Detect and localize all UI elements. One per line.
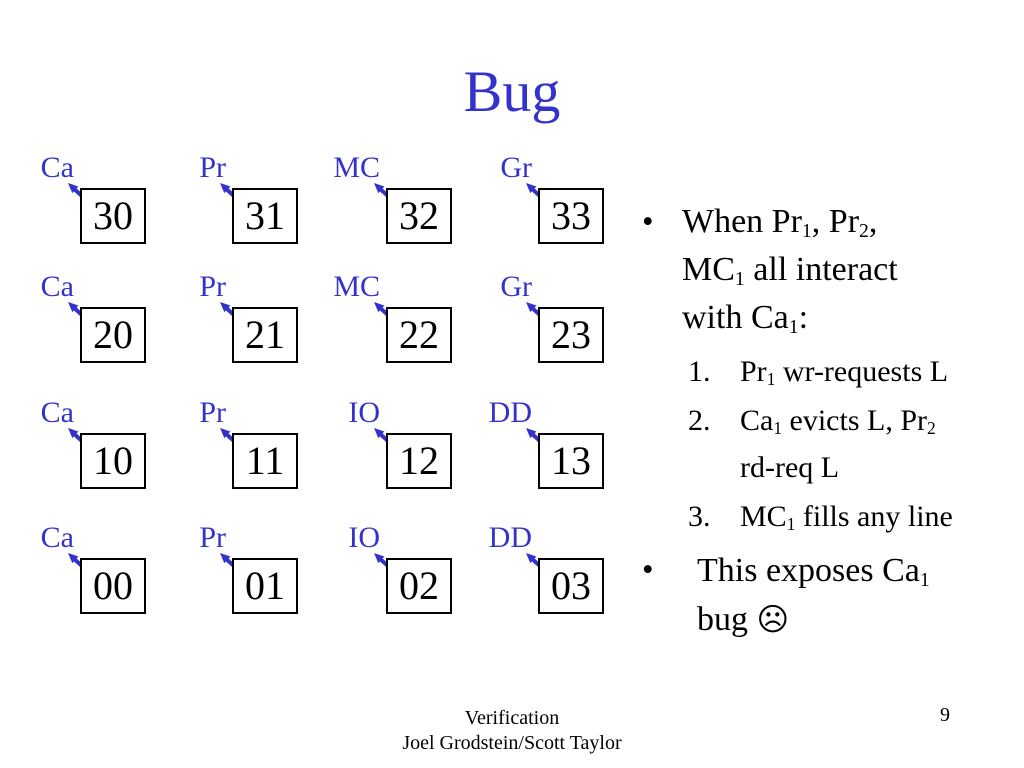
cache-line-value: 01	[245, 563, 285, 608]
agent-label: Pr	[199, 521, 226, 554]
cache-line-box: 22	[386, 307, 452, 363]
diagram-cell: Pr 01	[162, 521, 312, 619]
footer-authors: Joel Grodstein/Scott Taylor	[402, 732, 622, 754]
numbered-item-1-line-1: Pr1 wr-requests L	[740, 355, 949, 390]
page-number: 9	[940, 704, 950, 726]
cache-line-box: 21	[232, 307, 298, 363]
cache-line-box: 31	[232, 188, 298, 244]
bullet-marker: •	[642, 552, 654, 588]
agent-label: Pr	[199, 270, 226, 303]
numbered-item-2-text: Ca1 evicts L, Pr2 rd-req L	[740, 397, 936, 491]
agent-label: Ca	[40, 270, 74, 303]
bullet-marker: •	[642, 204, 654, 240]
bullet-2-line-2: bug ☹	[697, 601, 790, 638]
bullet-1-line-1: When Pr1, Pr2,	[682, 203, 878, 242]
agent-label: MC	[333, 151, 380, 184]
agent-label: Ca	[40, 151, 74, 184]
agent-label: DD	[488, 396, 532, 429]
bullet-list: • When Pr1, Pr2, MC1 all interact with C…	[630, 198, 1024, 645]
agent-label: Ca	[40, 521, 74, 554]
numbered-item-1-text: Pr1 wr-requests L	[740, 348, 948, 395]
numbered-item-2: 2. Ca1 evicts L, Pr2 rd-req L	[688, 397, 1024, 491]
cache-line-value: 23	[551, 312, 591, 357]
cache-line-value: 22	[399, 312, 439, 357]
diagram-cell: DD 03	[468, 521, 618, 619]
cache-line-box: 33	[538, 188, 604, 244]
numbered-list: 1. Pr1 wr-requests L 2. Ca1 evicts L, Pr…	[630, 348, 1024, 540]
diagram-cell: MC 22	[316, 270, 466, 368]
item-number: 1.	[688, 355, 711, 388]
footer-course: Verification	[464, 707, 560, 729]
cache-line-box: 02	[386, 558, 452, 614]
bullet-1-line-3: with Ca1:	[682, 299, 809, 338]
cache-line-box: 01	[232, 558, 298, 614]
cache-line-box: 10	[80, 433, 146, 489]
diagram-cell: Gr 23	[468, 270, 618, 368]
bullet-2-text: This exposes Ca1 bug ☹	[682, 546, 930, 645]
bullet-2-line-1: This exposes Ca1	[697, 552, 930, 591]
diagram-cell: Gr 33	[468, 151, 618, 249]
agent-label: Gr	[500, 270, 532, 303]
agent-label: Pr	[199, 151, 226, 184]
cache-line-box: 00	[80, 558, 146, 614]
diagram-cell: Ca 10	[10, 396, 160, 494]
numbered-item-3-text: MC1 fills any line	[740, 493, 953, 540]
cache-line-box: 32	[386, 188, 452, 244]
cache-line-value: 21	[245, 312, 285, 357]
cache-line-value: 00	[93, 563, 133, 608]
diagram-cell: DD 13	[468, 396, 618, 494]
bullet-1-line-2: MC1 all interact	[682, 251, 898, 290]
cache-line-box: 23	[538, 307, 604, 363]
bullet-item-2: • This exposes Ca1 bug ☹	[630, 546, 1024, 645]
diagram-cell: Pr 11	[162, 396, 312, 494]
diagram-cell: IO 12	[316, 396, 466, 494]
agent-label: DD	[488, 521, 532, 554]
page-title: Bug	[463, 59, 561, 124]
cache-line-value: 03	[551, 563, 591, 608]
cache-line-box: 30	[80, 188, 146, 244]
numbered-item-3: 3. MC1 fills any line	[688, 493, 1024, 540]
diagram-cell: Ca 30	[10, 151, 160, 249]
cache-line-value: 33	[551, 193, 591, 238]
cache-line-value: 30	[93, 193, 133, 238]
item-number: 2.	[688, 404, 711, 437]
cache-line-value: 10	[93, 438, 133, 483]
cache-line-value: 02	[399, 563, 439, 608]
numbered-item-1: 1. Pr1 wr-requests L	[688, 348, 1024, 395]
cache-line-box: 11	[232, 433, 298, 489]
agent-label: Ca	[40, 396, 74, 429]
cache-line-value: 31	[245, 193, 285, 238]
cache-line-value: 32	[399, 193, 439, 238]
diagram-cell: Ca 00	[10, 521, 160, 619]
cache-line-value: 11	[245, 438, 285, 483]
cache-line-value: 13	[551, 438, 591, 483]
cache-line-value: 20	[93, 312, 133, 357]
numbered-item-2-line-1: Ca1 evicts L, Pr2	[740, 404, 936, 439]
cache-line-box: 20	[80, 307, 146, 363]
item-number: 3.	[688, 500, 711, 533]
bullet-item-1: • When Pr1, Pr2, MC1 all interact with C…	[630, 198, 1024, 342]
diagram-cell: Pr 21	[162, 270, 312, 368]
slide-footer: Verification Joel Grodstein/Scott Taylor	[312, 706, 712, 756]
diagram-cell: Ca 20	[10, 270, 160, 368]
bullet-1-text: When Pr1, Pr2, MC1 all interact with Ca1…	[682, 198, 898, 342]
diagram-cell: IO 02	[316, 521, 466, 619]
agent-label: IO	[348, 521, 380, 554]
cache-line-box: 13	[538, 433, 604, 489]
agent-label: Pr	[199, 396, 226, 429]
numbered-item-3-line-1: MC1 fills any line	[740, 500, 953, 535]
diagram-cell: Pr 31	[162, 151, 312, 249]
agent-label: MC	[333, 270, 380, 303]
agent-label: IO	[348, 396, 380, 429]
cache-line-box: 03	[538, 558, 604, 614]
cache-line-value: 12	[399, 438, 439, 483]
agent-label: Gr	[500, 151, 532, 184]
cache-line-box: 12	[386, 433, 452, 489]
numbered-item-2-line-2: rd-req L	[740, 451, 840, 484]
diagram-cell: MC 32	[316, 151, 466, 249]
